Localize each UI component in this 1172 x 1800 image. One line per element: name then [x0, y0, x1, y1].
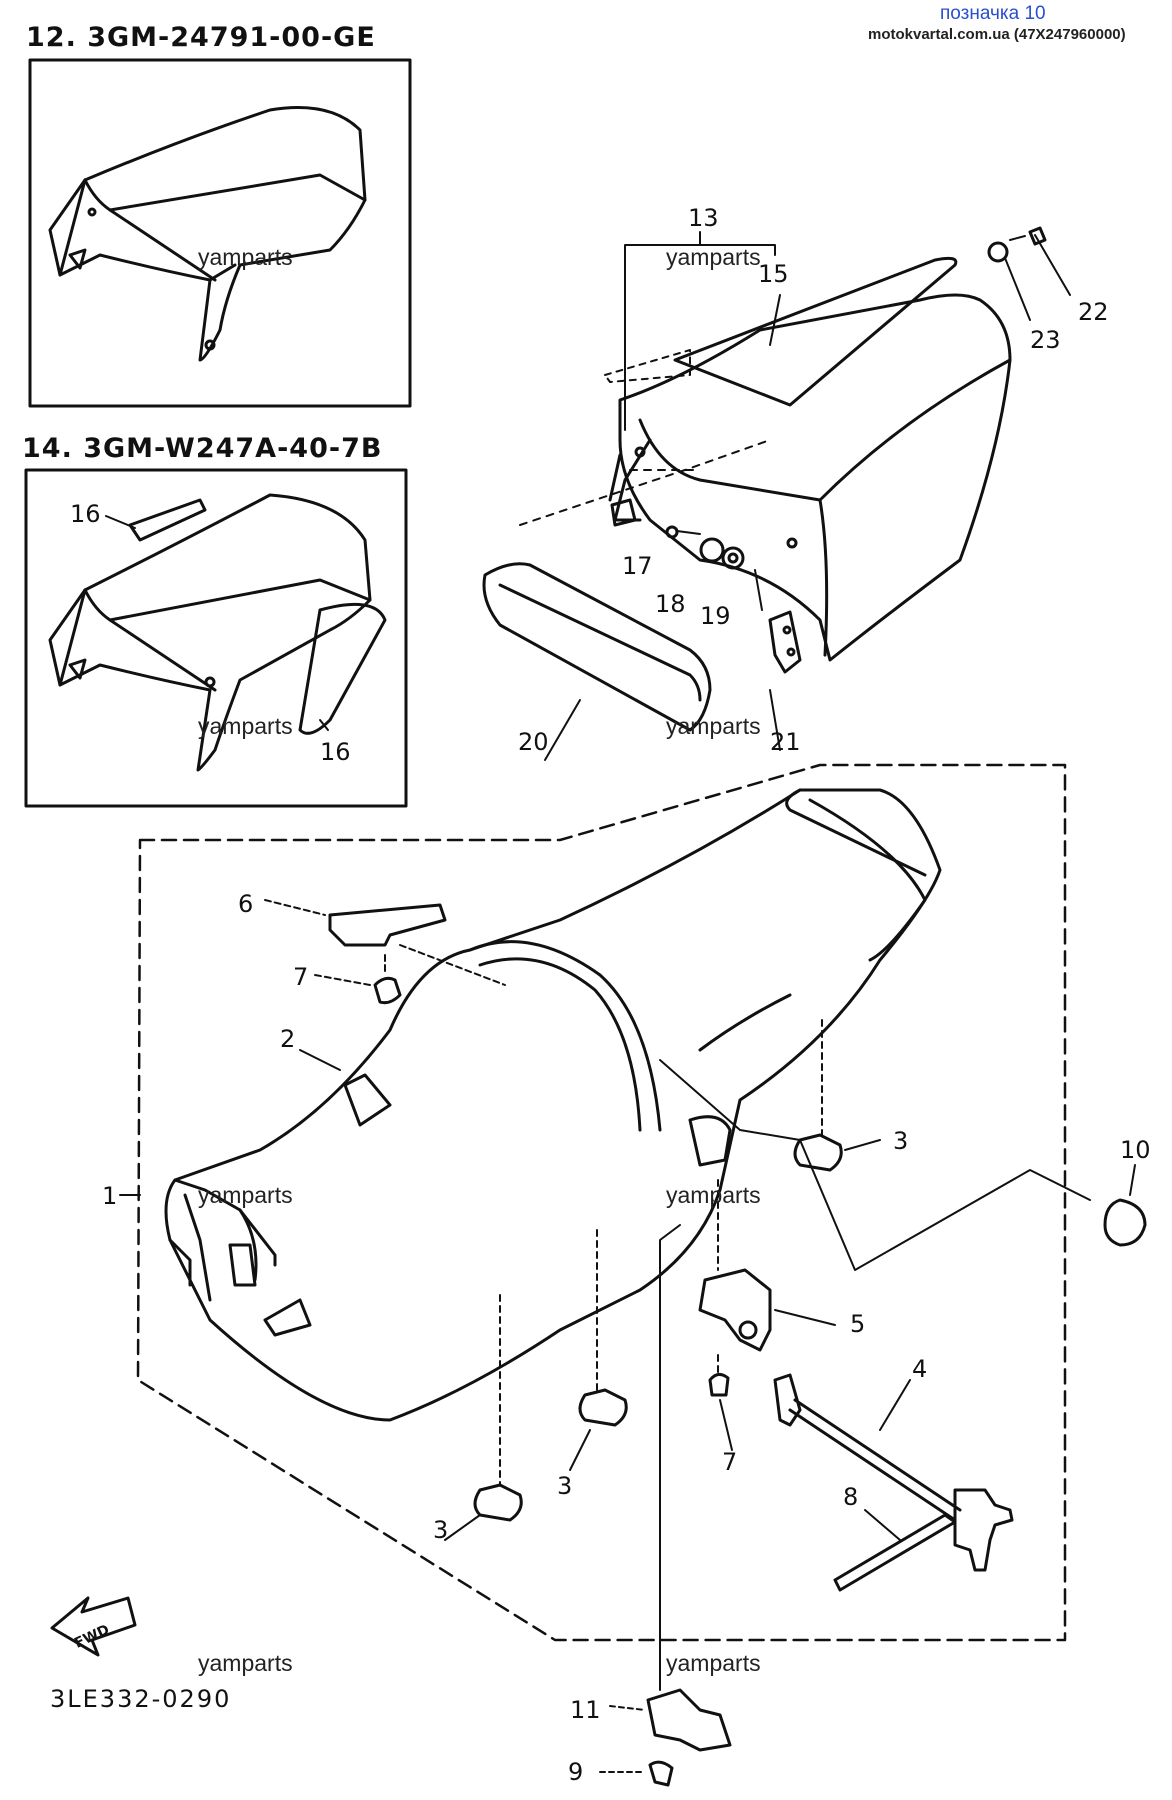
callout-17: 17 [622, 552, 653, 580]
callout-1: 1 [102, 1182, 117, 1210]
main-seat-1 [164, 788, 942, 1422]
watermark: yamparts [198, 1182, 293, 1208]
diagram-code: 3LE332-0290 [50, 1685, 232, 1713]
callout-19: 19 [700, 602, 731, 630]
fwd-label: FWD [72, 1622, 112, 1652]
grab-rail-20 [482, 562, 712, 732]
callout-4: 4 [912, 1355, 927, 1383]
callout-13: 13 [688, 204, 719, 232]
callout-11: 11 [570, 1696, 601, 1724]
inset-title-14: 14. 3GM-W247A-40-7B [22, 433, 383, 464]
callout-20: 20 [518, 728, 549, 756]
source-subtitle: motokvartal.com.ua (47X247960000) [868, 26, 1126, 43]
watermark: yamparts [666, 1650, 761, 1676]
callout-18: 18 [655, 590, 686, 618]
callout-22: 22 [1078, 298, 1109, 326]
watermark: yamparts [666, 713, 761, 739]
lock-rod-4 [773, 1373, 1014, 1572]
watermark: yamparts [666, 244, 761, 270]
seat-cowl-14 [48, 493, 387, 772]
callout-5: 5 [850, 1310, 865, 1338]
callout-9: 9 [568, 1758, 583, 1786]
seat-lock-11 [646, 1688, 732, 1752]
callout-7b: 7 [722, 1448, 737, 1476]
nut-3-mid [578, 1388, 628, 1427]
callout-3c: 3 [433, 1516, 448, 1544]
callout-21: 21 [770, 728, 801, 756]
page-title: позначка 10 [940, 3, 1046, 24]
seat-cowl-12 [48, 106, 367, 362]
callout-3a: 3 [893, 1127, 908, 1155]
callout-16b: 16 [320, 738, 351, 766]
callout-16a: 16 [70, 500, 101, 528]
cable-8 [833, 1513, 957, 1592]
inset-title-12: 12. 3GM-24791-00-GE [26, 22, 376, 53]
latch-bracket-5 [698, 1268, 772, 1352]
inset-box-12 [28, 58, 412, 408]
callout-3b: 3 [557, 1472, 572, 1500]
watermark: yamparts [198, 713, 293, 739]
assembly-boundary [136, 763, 1067, 1642]
callout-23: 23 [1030, 326, 1061, 354]
seat-pad-15 [673, 256, 958, 407]
watermark: yamparts [198, 244, 293, 270]
callout-2: 2 [280, 1025, 295, 1053]
nut-3-left [473, 1483, 523, 1522]
callout-15: 15 [758, 260, 789, 288]
fwd-arrow [50, 1596, 137, 1657]
inset-box-14 [24, 468, 408, 808]
watermark: yamparts [666, 1182, 761, 1208]
callout-8: 8 [843, 1483, 858, 1511]
callout-6: 6 [238, 890, 253, 918]
rear-cowl-13 [608, 293, 1012, 662]
callout-10: 10 [1120, 1136, 1151, 1164]
watermark: yamparts [198, 1650, 293, 1676]
nut-3-right [793, 1133, 843, 1172]
hinge-6 [328, 903, 447, 947]
callout-7a: 7 [293, 963, 308, 991]
